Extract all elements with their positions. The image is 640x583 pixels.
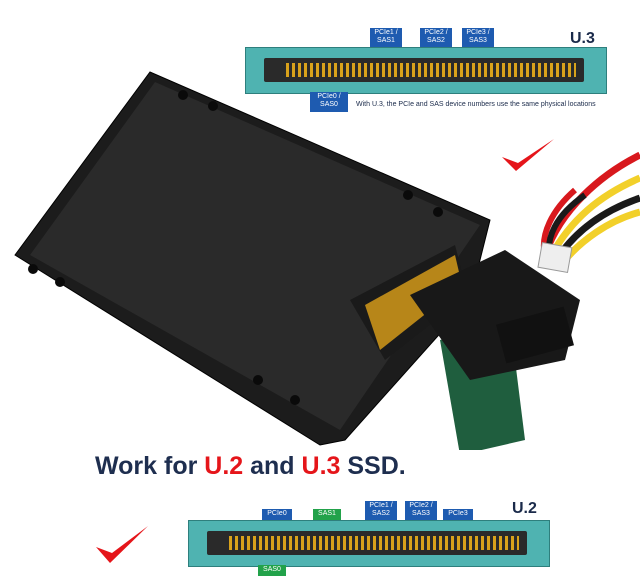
u3-connector (245, 47, 607, 94)
u3-label-pcie0-sas0: PCIe0 / SAS0 (310, 92, 348, 112)
u2-label-sas1: SAS1 (313, 509, 341, 520)
u3-label-pcie2-sas2: PCIe2 / SAS2 (420, 28, 452, 47)
headline-mid: and (243, 452, 302, 480)
u2-label-sas0: SAS0 (258, 565, 286, 576)
ssd-photo (14, 71, 640, 450)
u2-label-pcie1-sas2: PCIe1 / SAS2 (365, 501, 397, 520)
u3-title: U.3 (570, 30, 595, 47)
headline-part2: SSD. (340, 452, 406, 480)
u2-label-pcie3: PCIe3 (443, 509, 473, 520)
headline-part1: Work for (95, 452, 205, 480)
headline-u3: U.3 (301, 452, 341, 480)
u2-connector (188, 520, 550, 567)
checkmark-icon (502, 139, 554, 171)
u3-note: With U.3, the PCIe and SAS device number… (356, 101, 596, 108)
u2-label-pcie0: PCIe0 (262, 509, 292, 520)
checkmark-icon (96, 526, 148, 563)
u2-label-pcie2-sas3: PCIe2 / SAS3 (405, 501, 437, 520)
ssd-gold-pins (365, 255, 462, 350)
u3-label-pcie3-sas3: PCIe3 / SAS3 (462, 28, 494, 47)
ssd-top-face (30, 82, 480, 430)
u3-label-pcie1-sas1: PCIe1 / SAS1 (370, 28, 402, 47)
headline: Work for U.2 and U.3 SSD. (95, 452, 406, 481)
headline-u2: U.2 (204, 452, 244, 480)
u2-title: U.2 (512, 500, 537, 517)
